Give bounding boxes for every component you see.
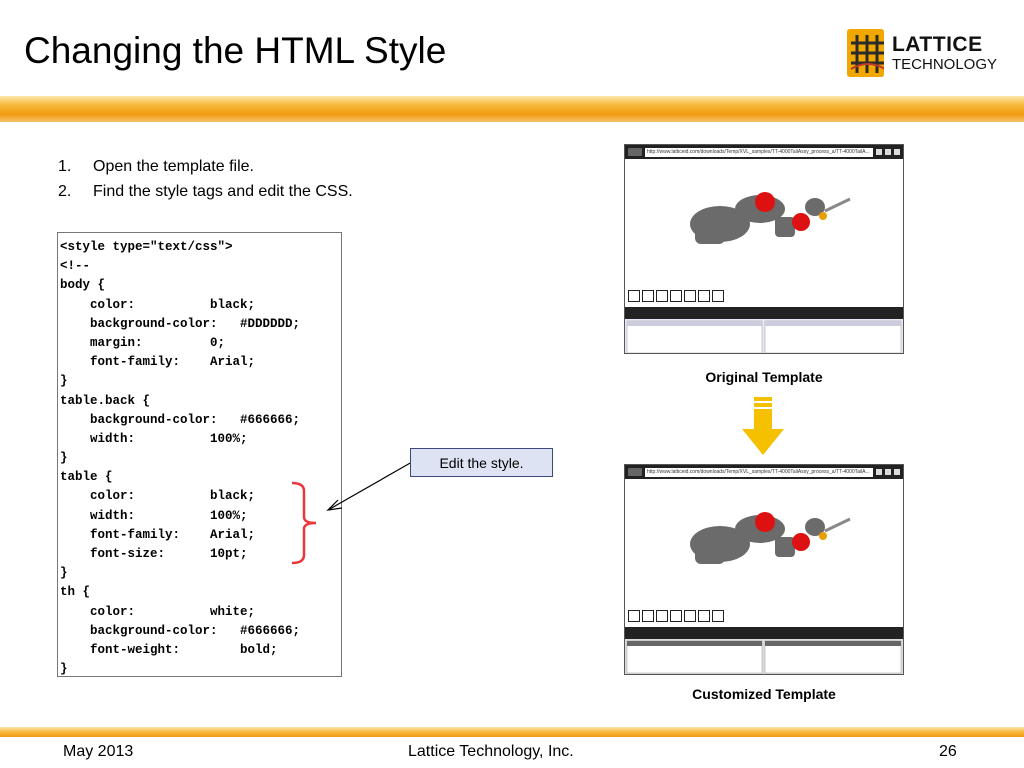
parts-table-panel bbox=[625, 639, 903, 674]
customized-template-screenshot: http://www.latticeid.com/downloads/Temp/… bbox=[624, 464, 904, 675]
code-line: background-color: #666666; bbox=[60, 623, 301, 638]
code-line: color: white; bbox=[60, 604, 256, 619]
next-step-icon[interactable] bbox=[698, 610, 710, 622]
code-line: } bbox=[60, 451, 68, 466]
code-line: font-family: Arial; bbox=[60, 527, 256, 542]
url-bar: http://www.latticeid.com/downloads/Temp/… bbox=[645, 467, 873, 477]
css-code-block: <style type="text/css"> <!-- body { colo… bbox=[57, 232, 342, 677]
logo-line2: TECHNOLOGY bbox=[891, 56, 997, 73]
slide-title: Changing the HTML Style bbox=[24, 30, 447, 71]
code-line: width: 100%; bbox=[60, 431, 248, 446]
code-line: <style type="text/css"> bbox=[60, 240, 233, 254]
playback-controls bbox=[625, 285, 903, 307]
lattice-logo: LATTICE TECHNOLOGY bbox=[847, 28, 997, 78]
next-step-icon[interactable] bbox=[698, 290, 710, 302]
last-step-icon[interactable] bbox=[712, 290, 724, 302]
pause-icon[interactable] bbox=[670, 610, 682, 622]
code-line: background-color: #DDDDDD; bbox=[60, 316, 301, 331]
code-line: table { bbox=[60, 470, 113, 485]
code-line: } bbox=[60, 374, 68, 389]
footer-company: Lattice Technology, Inc. bbox=[408, 743, 574, 760]
code-line: background-color: #666666; bbox=[60, 412, 301, 427]
step-number: 2. bbox=[58, 183, 72, 200]
forward-icon bbox=[894, 149, 900, 155]
prev-step-icon[interactable] bbox=[656, 610, 668, 622]
playback-controls bbox=[625, 605, 903, 627]
code-line: color: black; bbox=[60, 297, 256, 312]
play-icon[interactable] bbox=[684, 290, 696, 302]
footer-date: May 2013 bbox=[63, 743, 134, 760]
share-icon bbox=[876, 469, 882, 475]
first-step-icon[interactable] bbox=[642, 290, 654, 302]
back-icon bbox=[885, 149, 891, 155]
header-band bbox=[0, 96, 1024, 122]
forward-icon bbox=[894, 469, 900, 475]
parts-table-panel bbox=[625, 319, 903, 353]
step-text: Find the style tags and edit the CSS. bbox=[93, 183, 353, 200]
step-number: 1. bbox=[58, 158, 72, 175]
code-line: body { bbox=[60, 278, 106, 293]
red-bracket-icon bbox=[291, 481, 317, 565]
code-line: <!-- bbox=[60, 259, 91, 274]
first-step-icon[interactable] bbox=[642, 610, 654, 622]
customized-template-caption: Customized Template bbox=[692, 686, 836, 702]
code-line: width: 100%; bbox=[60, 508, 248, 523]
callout-box: Edit the style. bbox=[410, 448, 553, 477]
code-line: } bbox=[60, 566, 68, 581]
url-bar: http://www.latticeid.com/downloads/Temp/… bbox=[645, 147, 873, 157]
3d-model-viewport bbox=[625, 479, 903, 605]
play-icon[interactable] bbox=[684, 610, 696, 622]
view-menu-icon bbox=[628, 468, 642, 476]
code-line: } bbox=[60, 662, 68, 677]
list-item: 1. Open the template file. bbox=[58, 154, 353, 179]
footer-band bbox=[0, 727, 1024, 737]
original-template-screenshot: http://www.latticeid.com/downloads/Temp/… bbox=[624, 144, 904, 354]
original-template-caption: Original Template bbox=[705, 369, 823, 385]
down-arrow-icon bbox=[742, 397, 784, 455]
view-menu-icon bbox=[628, 148, 642, 156]
prev-step-icon[interactable] bbox=[656, 290, 668, 302]
list-item: 2. Find the style tags and edit the CSS. bbox=[58, 179, 353, 204]
lattice-logo-icon bbox=[847, 29, 884, 77]
code-line: color: black; bbox=[60, 489, 256, 504]
code-line: font-family: Arial; bbox=[60, 355, 256, 370]
back-icon bbox=[885, 469, 891, 475]
code-line: font-weight: bold; bbox=[60, 642, 278, 657]
code-line: th { bbox=[60, 585, 91, 600]
viewer-toolbar bbox=[625, 307, 903, 319]
share-icon bbox=[876, 149, 882, 155]
page-number: 26 bbox=[939, 743, 957, 760]
code-line: margin: 0; bbox=[60, 335, 226, 350]
steps-list: 1. Open the template file. 2. Find the s… bbox=[58, 154, 353, 204]
code-line: table.back { bbox=[60, 393, 151, 408]
code-line: font-size: 10pt; bbox=[60, 547, 248, 561]
3d-model-viewport bbox=[625, 159, 903, 285]
logo-line1: LATTICE bbox=[891, 33, 983, 56]
stop-icon[interactable] bbox=[628, 610, 640, 622]
step-text: Open the template file. bbox=[93, 158, 254, 175]
callout-pointer-icon bbox=[326, 461, 413, 511]
viewer-toolbar bbox=[625, 627, 903, 639]
last-step-icon[interactable] bbox=[712, 610, 724, 622]
stop-icon[interactable] bbox=[628, 290, 640, 302]
pause-icon[interactable] bbox=[670, 290, 682, 302]
